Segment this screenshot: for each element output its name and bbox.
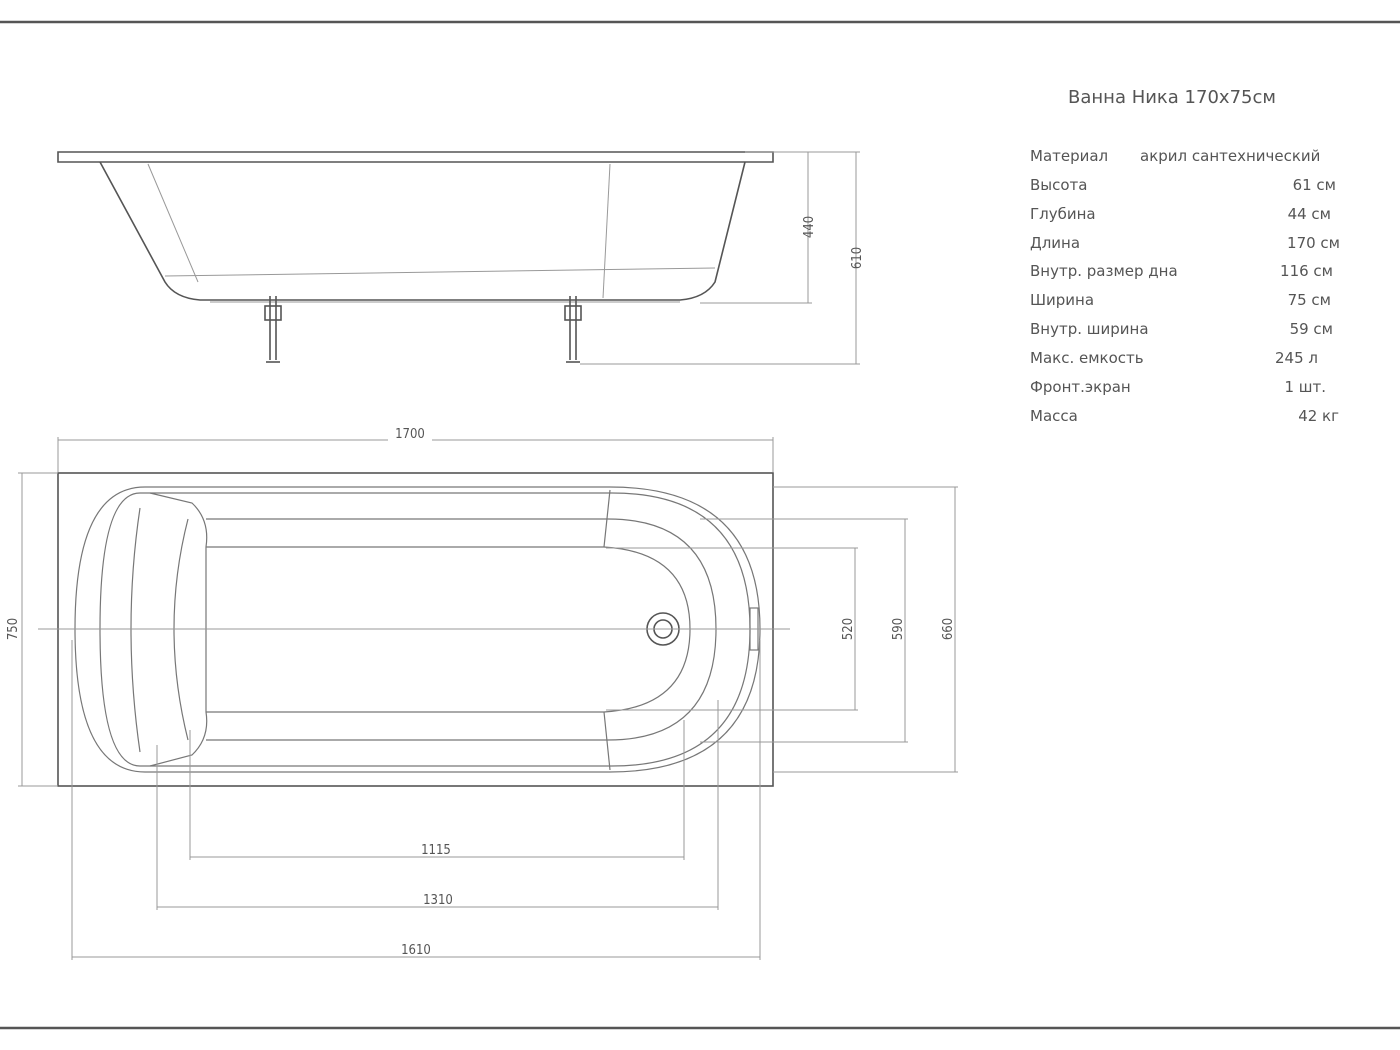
side-foot-right: [564, 296, 582, 363]
top-headrest-inner: [130, 507, 141, 753]
side-inner-line-left: [147, 163, 199, 283]
spec-value-mass: 42 кг: [1298, 407, 1339, 425]
spec-label-inner-width: Внутр. ширина: [1030, 320, 1149, 338]
spec-label-capacity: Макс. емкость: [1030, 349, 1144, 367]
dim-label-610: 610: [850, 247, 865, 269]
side-body-outline: [99, 161, 746, 301]
spec-label-width: Ширина: [1030, 291, 1094, 309]
dim-label-1310: 1310: [423, 893, 453, 908]
spec-value-inner-bottom: 116 см: [1280, 262, 1333, 280]
dim-label-590: 590: [891, 618, 906, 640]
spec-label-depth: Глубина: [1030, 205, 1096, 223]
top-bowl-second: [99, 492, 751, 767]
spec-value-depth: 44 см: [1288, 205, 1331, 223]
spec-label-inner-bottom: Внутр. размер дна: [1030, 262, 1178, 280]
spec-value-width: 75 см: [1288, 291, 1331, 309]
product-title: Ванна Ника 170х75см: [1068, 87, 1276, 108]
spec-value-inner-width: 59 см: [1290, 320, 1333, 338]
spec-table: Ванна Ника 170х75см Материал акрил санте…: [1030, 87, 1340, 425]
dim-label-750: 750: [6, 618, 21, 640]
spec-label-front-panel: Фронт.экран: [1030, 378, 1131, 396]
side-inner-line-right: [602, 163, 611, 299]
spec-label-mass: Масса: [1030, 407, 1078, 425]
dim-label-520: 520: [841, 618, 856, 640]
top-end-line-upper: [603, 489, 611, 548]
dim-label-440: 440: [802, 216, 817, 238]
spec-value-front-panel: 1 шт.: [1284, 378, 1326, 396]
side-inner-floor-line: [164, 267, 716, 277]
spec-label-length: Длина: [1030, 234, 1080, 252]
spec-label-height: Высота: [1030, 176, 1088, 194]
spec-value-length: 170 см: [1287, 234, 1340, 252]
spec-label-material: Материал: [1030, 147, 1108, 165]
spec-value-height: 61 см: [1293, 176, 1336, 194]
side-rim: [57, 151, 774, 163]
top-view: 1700 750 520 590 660 1115 1310 1610: [6, 427, 958, 960]
spec-value-material: акрил сантехнический: [1140, 147, 1320, 165]
top-bowl-outer: [74, 486, 761, 773]
dim-label-660: 660: [941, 618, 956, 640]
spec-value-capacity: 245 л: [1275, 349, 1318, 367]
top-end-line-lower: [603, 711, 611, 771]
dim-label-1610: 1610: [401, 943, 431, 958]
side-foot-left: [264, 296, 282, 363]
side-view: 440 610: [57, 151, 865, 365]
dim-label-1700: 1700: [395, 427, 425, 442]
dim-label-1115: 1115: [421, 843, 451, 858]
